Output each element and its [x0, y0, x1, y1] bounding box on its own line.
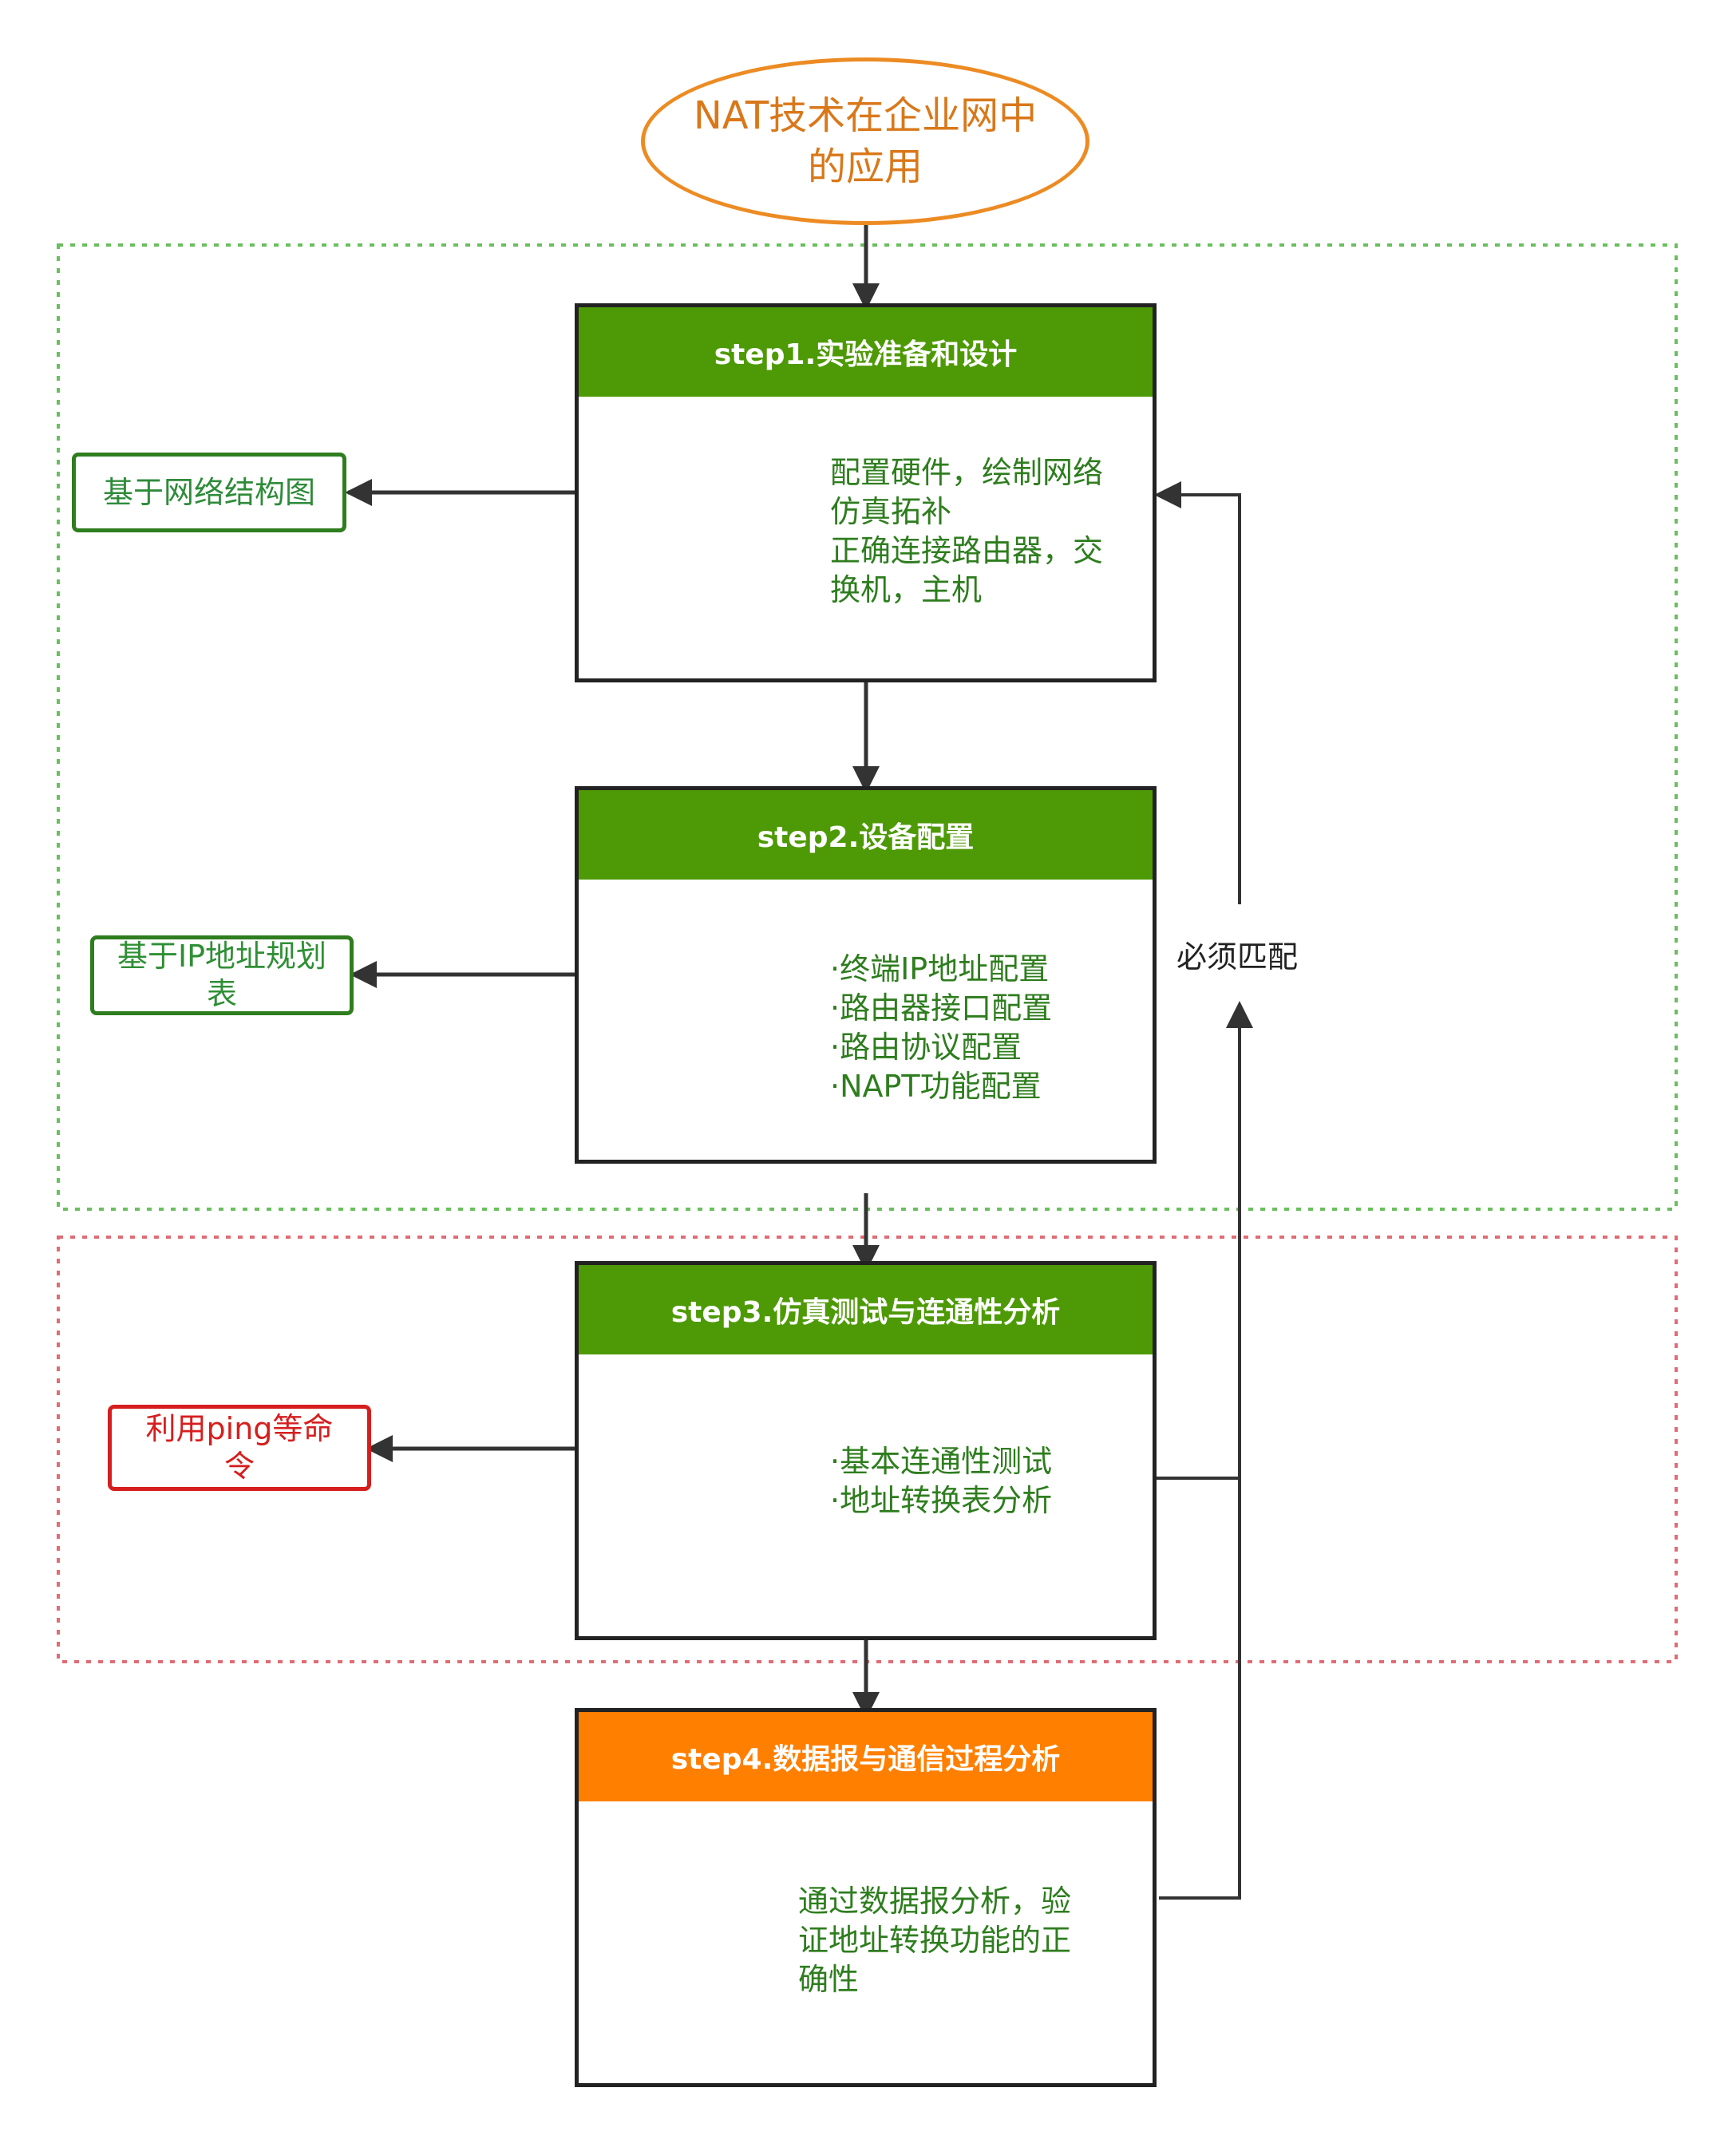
step3-box: step3.仿真测试与连通性分析 ·基本连通性测试 ·地址转换表分析	[575, 1261, 1157, 1640]
step1-line: 配置硬件，绘制网络	[830, 455, 1104, 490]
step2-box: step2.设备配置 ·终端IP地址配置 ·路由器接口配置 ·路由协议配置 ·N…	[575, 786, 1157, 1164]
step1-box: step1.实验准备和设计 配置硬件，绘制网络 仿真拓补 正确连接路由器，交 换…	[575, 303, 1157, 682]
note-ip-plan-table: 基于IP地址规划表	[90, 935, 354, 1015]
step1-line: 正确连接路由器，交	[830, 533, 1104, 568]
step4-line: 确性	[798, 1962, 860, 1997]
step3-line: ·地址转换表分析	[830, 1483, 1053, 1518]
step4-box: step4.数据报与通信过程分析 通过数据报分析，验 证地址转换功能的正 确性	[575, 1708, 1157, 2087]
step1-header: step1.实验准备和设计	[579, 307, 1153, 397]
feedback-line-step4	[1159, 1001, 1253, 1900]
feedback-label: 必须匹配	[1173, 932, 1301, 976]
step1-body: 配置硬件，绘制网络 仿真拓补 正确连接路由器，交 换机，主机	[830, 453, 1133, 610]
step2-line: ·路由器接口配置	[830, 990, 1053, 1026]
step1-line: 换机，主机	[830, 572, 983, 607]
step2-line: ·NAPT功能配置	[830, 1069, 1042, 1104]
step1-line: 仿真拓补	[830, 494, 952, 529]
step4-body: 通过数据报分析，验 证地址转换功能的正 确性	[798, 1882, 1117, 1999]
step2-body: ·终端IP地址配置 ·路由器接口配置 ·路由协议配置 ·NAPT功能配置	[830, 950, 1133, 1106]
note-ping-command: 利用ping等命令	[108, 1405, 371, 1491]
step2-line: ·终端IP地址配置	[830, 951, 1050, 987]
step3-body: ·基本连通性测试 ·地址转换表分析	[830, 1442, 1133, 1520]
feedback-line-to-step1	[1154, 481, 1241, 904]
step4-header: step4.数据报与通信过程分析	[579, 1712, 1153, 1801]
note-network-diagram: 基于网络结构图	[72, 453, 346, 532]
step2-line: ·路由协议配置	[830, 1030, 1022, 1065]
step4-line: 证地址转换功能的正	[798, 1923, 1072, 1958]
step2-header: step2.设备配置	[579, 790, 1153, 880]
step3-line: ·基本连通性测试	[830, 1444, 1053, 1479]
step4-line: 通过数据报分析，验	[798, 1884, 1072, 1919]
step3-header: step3.仿真测试与连通性分析	[579, 1265, 1153, 1354]
diagram-title: NAT技术在企业网中的应用	[641, 57, 1089, 225]
